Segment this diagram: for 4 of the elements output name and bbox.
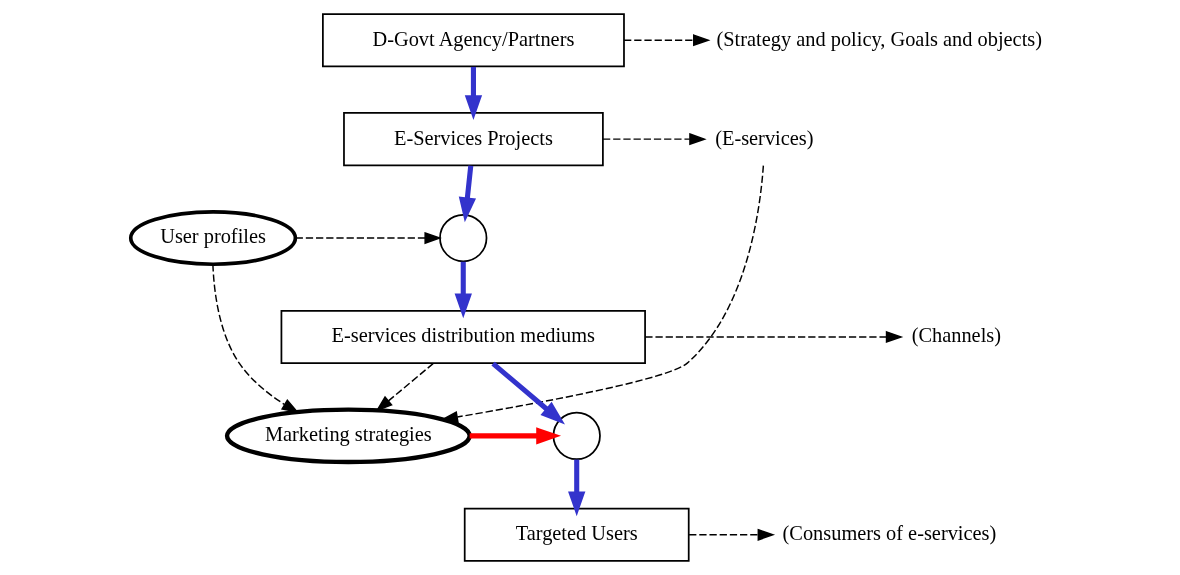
node-text: (E-services): [714, 126, 814, 149]
node-text: (Consumers of e-services): [782, 522, 996, 545]
node-text: (Strategy and policy, Goals and objects): [716, 27, 1042, 50]
node-text: (Channels): [911, 324, 1001, 347]
